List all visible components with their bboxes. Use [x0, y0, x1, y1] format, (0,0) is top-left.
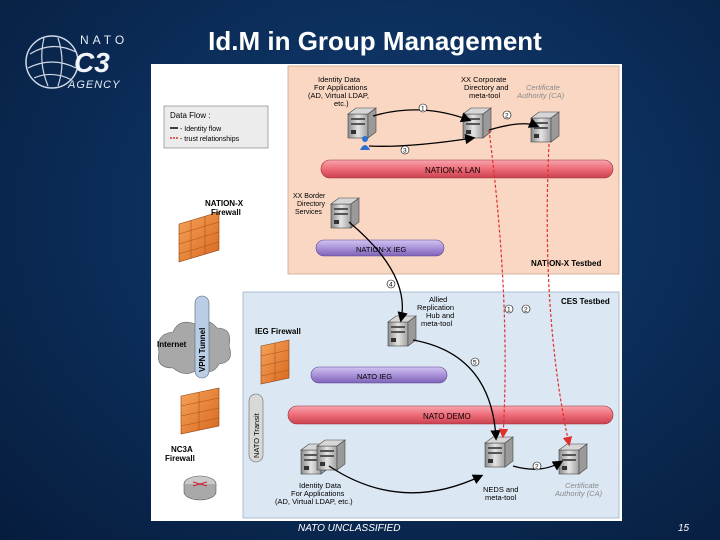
network-diagram: NATION-X Testbed CES Testbed Data Flow :… [157, 65, 620, 519]
nation-x-firewall-label-1: NATION-X [205, 199, 244, 208]
svg-text:4: 4 [389, 282, 393, 289]
nato-transit: NATO Transit [248, 393, 264, 463]
neds-label: NEDS and meta-tool [483, 485, 518, 502]
svg-text:2: 2 [535, 464, 539, 471]
nation-x-firewall-icon [178, 211, 220, 263]
ca-server-top-icon [530, 111, 560, 143]
nc3a-firewall-label-2: Firewall [165, 454, 195, 463]
svg-text:XX Corporate: XX Corporate [461, 75, 506, 84]
svg-text:2: 2 [505, 113, 509, 120]
svg-text:Identity Data: Identity Data [299, 481, 342, 490]
neds-server-icon [484, 436, 514, 468]
logo-agency-text: AGENCY [67, 79, 120, 91]
xx-corporate-label: XX Corporate Directory and meta-tool [461, 75, 509, 100]
nation-x-ieg-label: NATION-X IEG [356, 245, 406, 254]
nation-x-firewall-label-2: Firewall [211, 208, 241, 217]
xx-corporate-directory-server-icon [462, 107, 492, 139]
step-marker: 2 [532, 461, 542, 471]
legend-title: Data Flow : [170, 111, 210, 120]
allied-replication-hub-server-icon [387, 315, 417, 347]
ces-testbed-zone [242, 291, 620, 519]
ieg-firewall-label: IEG Firewall [255, 327, 301, 336]
allied-replication-label: Allied Replication Hub and meta-tool [417, 295, 454, 328]
trust-relationship-paths [488, 129, 573, 447]
svg-text:For Applications: For Applications [291, 489, 345, 498]
vpn-tunnel: VPN Tunnel [194, 295, 210, 379]
identity-data-bottom-label: Identity Data For Applications (AD, Virt… [275, 481, 353, 506]
router-icon [183, 475, 217, 501]
nato-ieg-bus: NATO IEG [310, 366, 448, 384]
svg-text:3: 3 [403, 148, 407, 155]
nato-transit-label: NATO Transit [252, 412, 261, 458]
svg-text:meta-tool: meta-tool [485, 493, 517, 502]
logo-c3-text: C3 [74, 47, 110, 78]
svg-text:5: 5 [473, 360, 477, 367]
step-marker: 2 [521, 304, 531, 314]
ces-testbed-label: CES Testbed [561, 297, 610, 306]
svg-text:(AD, Virtual LDAP,: (AD, Virtual LDAP, [308, 91, 369, 100]
svg-text:NEDS and: NEDS and [483, 485, 518, 494]
svg-text:Directory: Directory [297, 201, 326, 208]
legend-identity-flow: - Identity flow [180, 126, 222, 133]
internet-cloud: Internet [157, 320, 231, 374]
svg-text:(AD, Virtual LDAP, etc.): (AD, Virtual LDAP, etc.) [275, 497, 353, 506]
ca-server-bottom-icon [558, 443, 588, 475]
step-marker: 4 [386, 279, 396, 289]
ca-top-label: Certificate Authority (CA) [516, 83, 565, 100]
svg-text:Authority (CA): Authority (CA) [516, 91, 565, 100]
nato-demo-bus: NATO DEMO [287, 405, 614, 425]
border-directory-label: XX Border Directory Services [293, 193, 326, 216]
slide-title: Id.M in Group Management [208, 26, 542, 56]
nc3a-firewall-label-1: NC3A [171, 445, 193, 454]
border-directory-server-icon [330, 197, 360, 229]
identity-data-server-bottom-2-icon [316, 439, 346, 471]
svg-text:XX Border: XX Border [293, 193, 326, 200]
legend-trust-relationships: - trust relationships [180, 136, 240, 143]
svg-text:meta-tool: meta-tool [469, 91, 501, 100]
svg-text:Services: Services [295, 209, 322, 216]
svg-text:Directory and: Directory and [464, 83, 509, 92]
nation-x-lan-label: NATION-X LAN [425, 166, 481, 175]
svg-text:Authority (CA): Authority (CA) [554, 489, 603, 498]
step-marker: 1 [504, 304, 514, 314]
svg-text:Replication: Replication [417, 303, 454, 312]
ca-bottom-label: Certificate Authority (CA) [554, 481, 603, 498]
step-markers: 1 2 3 4 5 1 2 2 [386, 103, 542, 471]
svg-text:1: 1 [507, 307, 511, 314]
nato-demo-label: NATO DEMO [423, 412, 471, 421]
svg-text:Identity Data: Identity Data [318, 75, 361, 84]
nc3a-firewall-icon [180, 387, 220, 435]
step-marker: 5 [470, 357, 480, 367]
vpn-tunnel-label: VPN Tunnel [198, 328, 207, 372]
svg-text:For Applications: For Applications [314, 83, 368, 92]
globe-icon [25, 35, 79, 89]
svg-text:Allied: Allied [429, 295, 447, 304]
nation-x-testbed-label: NATION-X Testbed [531, 259, 601, 268]
svg-text:meta-tool: meta-tool [421, 319, 453, 328]
svg-text:1: 1 [421, 106, 425, 113]
nation-x-ieg-bus: NATION-X IEG [315, 239, 445, 257]
svg-text:etc.): etc.) [334, 99, 349, 108]
svg-text:2: 2 [524, 307, 528, 314]
step-marker: 2 [502, 110, 512, 120]
identity-data-server-top-icon [347, 107, 377, 139]
ieg-firewall-icon [260, 339, 290, 385]
nato-ieg-label: NATO IEG [357, 372, 392, 381]
data-flow-legend: Data Flow : - Identity flow - trust rela… [163, 105, 269, 149]
classification-footer: NATO UNCLASSIFIED [298, 523, 401, 534]
identity-flow-paths [328, 109, 564, 494]
nato-c3-agency-logo: NATO C3 AGENCY [25, 33, 128, 91]
page-number: 15 [678, 523, 690, 534]
internet-label: Internet [157, 340, 187, 349]
step-marker: 1 [418, 103, 428, 113]
identity-data-top-label: Identity Data For Applications (AD, Virt… [308, 75, 369, 108]
user-icon [360, 136, 370, 150]
svg-text:Hub and: Hub and [426, 311, 454, 320]
svg-text:Certificate: Certificate [565, 481, 599, 490]
logo-nato-text: NATO [80, 33, 128, 47]
svg-text:Certificate: Certificate [526, 83, 560, 92]
step-marker: 3 [400, 145, 410, 155]
nation-x-lan-bus: NATION-X LAN [320, 159, 614, 179]
